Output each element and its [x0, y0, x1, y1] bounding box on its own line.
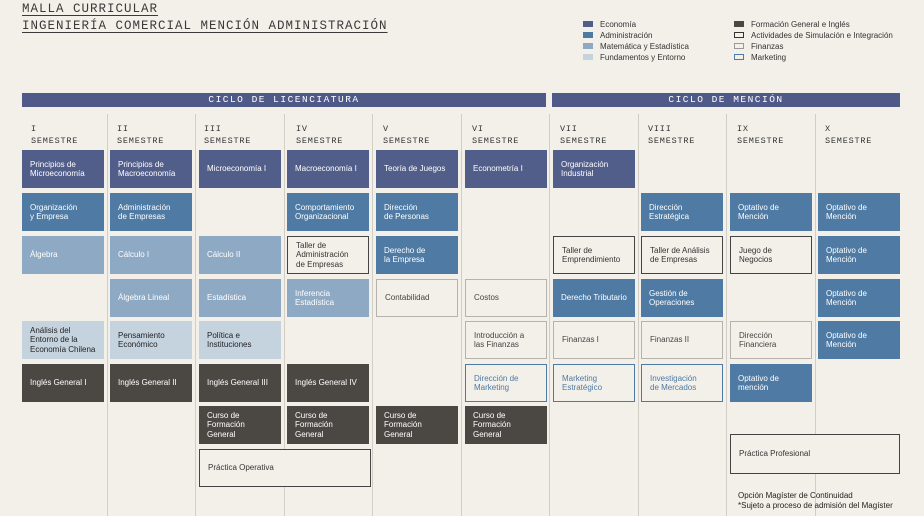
- course-inferencia-estadistica: Inferencia Estadística: [287, 279, 369, 317]
- course-gestion-operaciones: Gestión de Operaciones: [641, 279, 723, 317]
- legend-item-finanzas: Finanzas: [734, 41, 893, 52]
- course-ingles-general-2: Inglés General II: [110, 364, 192, 402]
- legend-swatch: [583, 54, 593, 60]
- course-administracion-empresas: Administración de Empresas: [110, 193, 192, 231]
- semester-header-2: II SEMESTRE: [117, 124, 165, 146]
- legend-item-simulacion: Actividades de Simulación e Integración: [734, 30, 893, 41]
- course-formacion-general-4: Curso de Formación General: [287, 406, 369, 444]
- course-teoria-juegos: Teoría de Juegos: [376, 150, 458, 188]
- course-algebra: Álgebra: [22, 236, 104, 274]
- course-optativo-mencion-9b: Optativo de mención: [730, 364, 812, 402]
- course-optativo-mencion-10c: Optativo de Mención: [818, 279, 900, 317]
- course-juego-negocios: Juego de Negocios: [730, 236, 812, 274]
- legend-swatch: [734, 43, 744, 49]
- course-ingles-general-3: Inglés General III: [199, 364, 281, 402]
- semester-header-1: I SEMESTRE: [31, 124, 79, 146]
- divider: [372, 114, 373, 516]
- course-finanzas-2: Finanzas II: [641, 321, 723, 359]
- legend-activities: Formación General e Inglés Actividades d…: [734, 19, 893, 63]
- legend-swatch: [734, 32, 744, 38]
- semester-header-7: VII SEMESTRE: [560, 124, 608, 146]
- course-direccion-marketing: Dirección de Marketing: [465, 364, 547, 402]
- legend-item-matematica: Matemática y Estadística: [583, 41, 689, 52]
- course-algebra-lineal: Álgebra Lineal: [110, 279, 192, 317]
- footnote-line1: Opción Magíster de Continuidad: [738, 491, 853, 500]
- course-econometria-1: Econometría I: [465, 150, 547, 188]
- course-derecho-tributario: Derecho Tributario: [553, 279, 635, 317]
- course-principios-microeconomia: Principios de Microeconomía: [22, 150, 104, 188]
- legend-item-marketing: Marketing: [734, 52, 893, 63]
- semester-header-10: X SEMESTRE: [825, 124, 873, 146]
- course-politica-instituciones: Política e Instituciones: [199, 321, 281, 359]
- course-taller-administracion: Taller de Administración de Empresas: [287, 236, 369, 274]
- course-marketing-estrategico: Marketing Estratégico: [553, 364, 635, 402]
- course-ingles-general-4: Inglés General IV: [287, 364, 369, 402]
- course-macroeconomia-1: Macroeconomía I: [287, 150, 369, 188]
- semester-header-9: IX SEMESTRE: [737, 124, 785, 146]
- course-direccion-personas: Dirección de Personas: [376, 193, 458, 231]
- course-ingles-general-1: Inglés General I: [22, 364, 104, 402]
- divider: [815, 114, 816, 516]
- divider: [107, 114, 108, 516]
- course-derecho-empresa: Derecho de la Empresa: [376, 236, 458, 274]
- divider: [549, 114, 550, 516]
- course-direccion-financiera: Dirección Financiera: [730, 321, 812, 359]
- title-line2: INGENIERÍA COMERCIAL MENCIÓN ADMINISTRAC…: [22, 19, 388, 33]
- course-finanzas-1: Finanzas I: [553, 321, 635, 359]
- legend-item-fundamentos: Fundamentos y Entorno: [583, 52, 689, 63]
- course-optativo-mencion-10d: Optativo de Mención: [818, 321, 900, 359]
- title-line1: MALLA CURRICULAR: [22, 2, 159, 16]
- course-optativo-mencion-10b: Optativo de Mención: [818, 236, 900, 274]
- cycle-mencion-header: CICLO DE MENCIÓN: [552, 93, 900, 107]
- footnote: Opción Magíster de Continuidad *Sujeto a…: [738, 491, 893, 511]
- footnote-line2: *Sujeto a proceso de admisión del Magíst…: [738, 501, 893, 510]
- course-analisis-entorno: Análisis del Entorno de la Economía Chil…: [22, 321, 104, 359]
- course-taller-analisis-empresas: Taller de Análisis de Empresas: [641, 236, 723, 274]
- cycle-licenciatura-header: CICLO DE LICENCIATURA: [22, 93, 546, 107]
- course-costos: Costos: [465, 279, 547, 317]
- course-calculo-1: Cálculo I: [110, 236, 192, 274]
- course-direccion-estrategica: Dirección Estratégica: [641, 193, 723, 231]
- course-practica-profesional: Práctica Profesional: [730, 434, 900, 474]
- course-pensamiento-economico: Pensamiento Económico: [110, 321, 192, 359]
- course-introduccion-finanzas: Introducción a las Finanzas: [465, 321, 547, 359]
- legend-swatch: [583, 32, 593, 38]
- course-comportamiento-organizacional: Comportamiento Organizacional: [287, 193, 369, 231]
- divider: [638, 114, 639, 516]
- course-organizacion-empresa: Organización y Empresa: [22, 193, 104, 231]
- semester-header-3: III SEMESTRE: [204, 124, 252, 146]
- course-formacion-general-5: Curso de Formación General: [376, 406, 458, 444]
- course-taller-emprendimiento: Taller de Emprendimiento: [553, 236, 635, 274]
- divider: [726, 114, 727, 516]
- legend-item-administracion: Administración: [583, 30, 689, 41]
- semester-header-6: VI SEMESTRE: [472, 124, 520, 146]
- semester-header-4: IV SEMESTRE: [296, 124, 344, 146]
- course-organizacion-industrial: Organización Industrial: [553, 150, 635, 188]
- legend-areas: Economía Administración Matemática y Est…: [583, 19, 689, 63]
- legend-swatch: [583, 43, 593, 49]
- divider: [284, 114, 285, 516]
- course-calculo-2: Cálculo II: [199, 236, 281, 274]
- course-investigacion-mercados: Investigación de Mercados: [641, 364, 723, 402]
- course-contabilidad: Contabilidad: [376, 279, 458, 317]
- divider: [195, 114, 196, 516]
- course-principios-macroeconomia: Principios de Macroeconomía: [110, 150, 192, 188]
- course-formacion-general-6: Curso de Formación General: [465, 406, 547, 444]
- legend-swatch: [734, 54, 744, 60]
- course-estadistica: Estadística: [199, 279, 281, 317]
- legend-item-economia: Economía: [583, 19, 689, 30]
- semester-header-8: VIII SEMESTRE: [648, 124, 696, 146]
- legend-item-formacion-general: Formación General e Inglés: [734, 19, 893, 30]
- divider: [461, 114, 462, 516]
- course-optativo-mencion-9a: Optativo de Mención: [730, 193, 812, 231]
- course-formacion-general-3: Curso de Formación General: [199, 406, 281, 444]
- course-practica-operativa: Práctica Operativa: [199, 449, 371, 487]
- course-microeconomia-1: Microeconomía I: [199, 150, 281, 188]
- semester-header-5: V SEMESTRE: [383, 124, 431, 146]
- legend-swatch: [583, 21, 593, 27]
- legend-swatch: [734, 21, 744, 27]
- course-optativo-mencion-10a: Optativo de Mención: [818, 193, 900, 231]
